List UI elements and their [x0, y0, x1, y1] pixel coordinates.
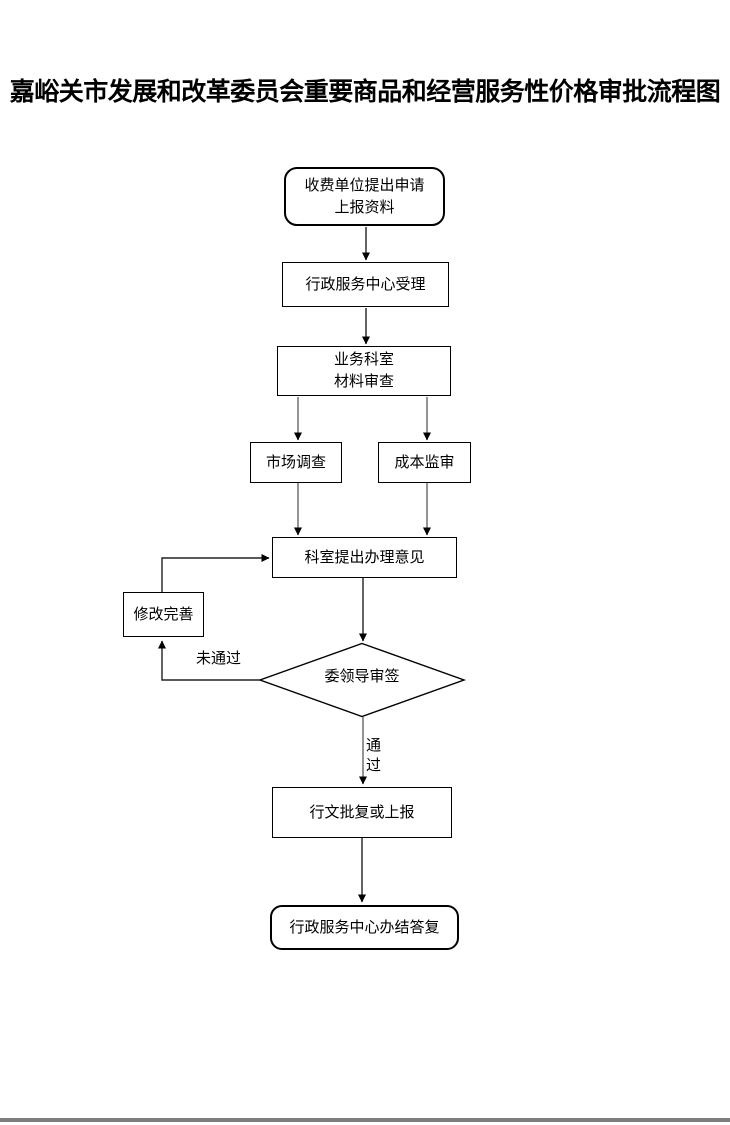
node-start-label-line2: 上报资料: [334, 198, 395, 216]
node-revise: 修改完善: [123, 592, 204, 637]
node-dept-opinion: 科室提出办理意见: [272, 537, 457, 578]
node-material-review: 业务科室 材料审查: [277, 346, 451, 396]
node-market-survey-label: 市场调查: [265, 453, 326, 471]
edge-label-pass: 通过: [365, 737, 381, 775]
node-material-review-label-line1: 业务科室: [333, 351, 394, 369]
edge-decision-revise: [158, 640, 260, 681]
page-bottom-border: [0, 1118, 730, 1122]
node-cost-audit: 成本监审: [378, 442, 471, 483]
node-market-survey: 市场调查: [250, 442, 342, 483]
node-issue-document-label: 行文批复或上报: [309, 803, 415, 821]
decision-diamond-shape: [257, 642, 467, 718]
edge-revise-opinion: [161, 554, 270, 592]
node-start: 收费单位提出申请 上报资料: [284, 167, 445, 226]
node-start-label-line1: 收费单位提出申请: [304, 176, 425, 194]
edge-label-fail: 未通过: [196, 650, 242, 667]
page-title: 嘉峪关市发展和改革委员会重要商品和经营服务性价格审批流程图: [9, 79, 721, 106]
node-issue-document: 行文批复或上报: [272, 787, 452, 838]
node-dept-opinion-label: 科室提出办理意见: [304, 548, 425, 566]
node-finish: 行政服务中心办结答复: [270, 905, 459, 950]
node-material-review-label-line2: 材料审查: [333, 373, 394, 390]
node-decision-label: 委领导审签: [324, 668, 400, 685]
node-finish-label: 行政服务中心办结答复: [289, 918, 440, 936]
node-service-center-accept: 行政服务中心受理: [282, 262, 449, 307]
node-cost-audit-label: 成本监审: [394, 453, 455, 471]
node-service-center-accept-label: 行政服务中心受理: [305, 275, 426, 293]
node-revise-label: 修改完善: [133, 605, 194, 623]
